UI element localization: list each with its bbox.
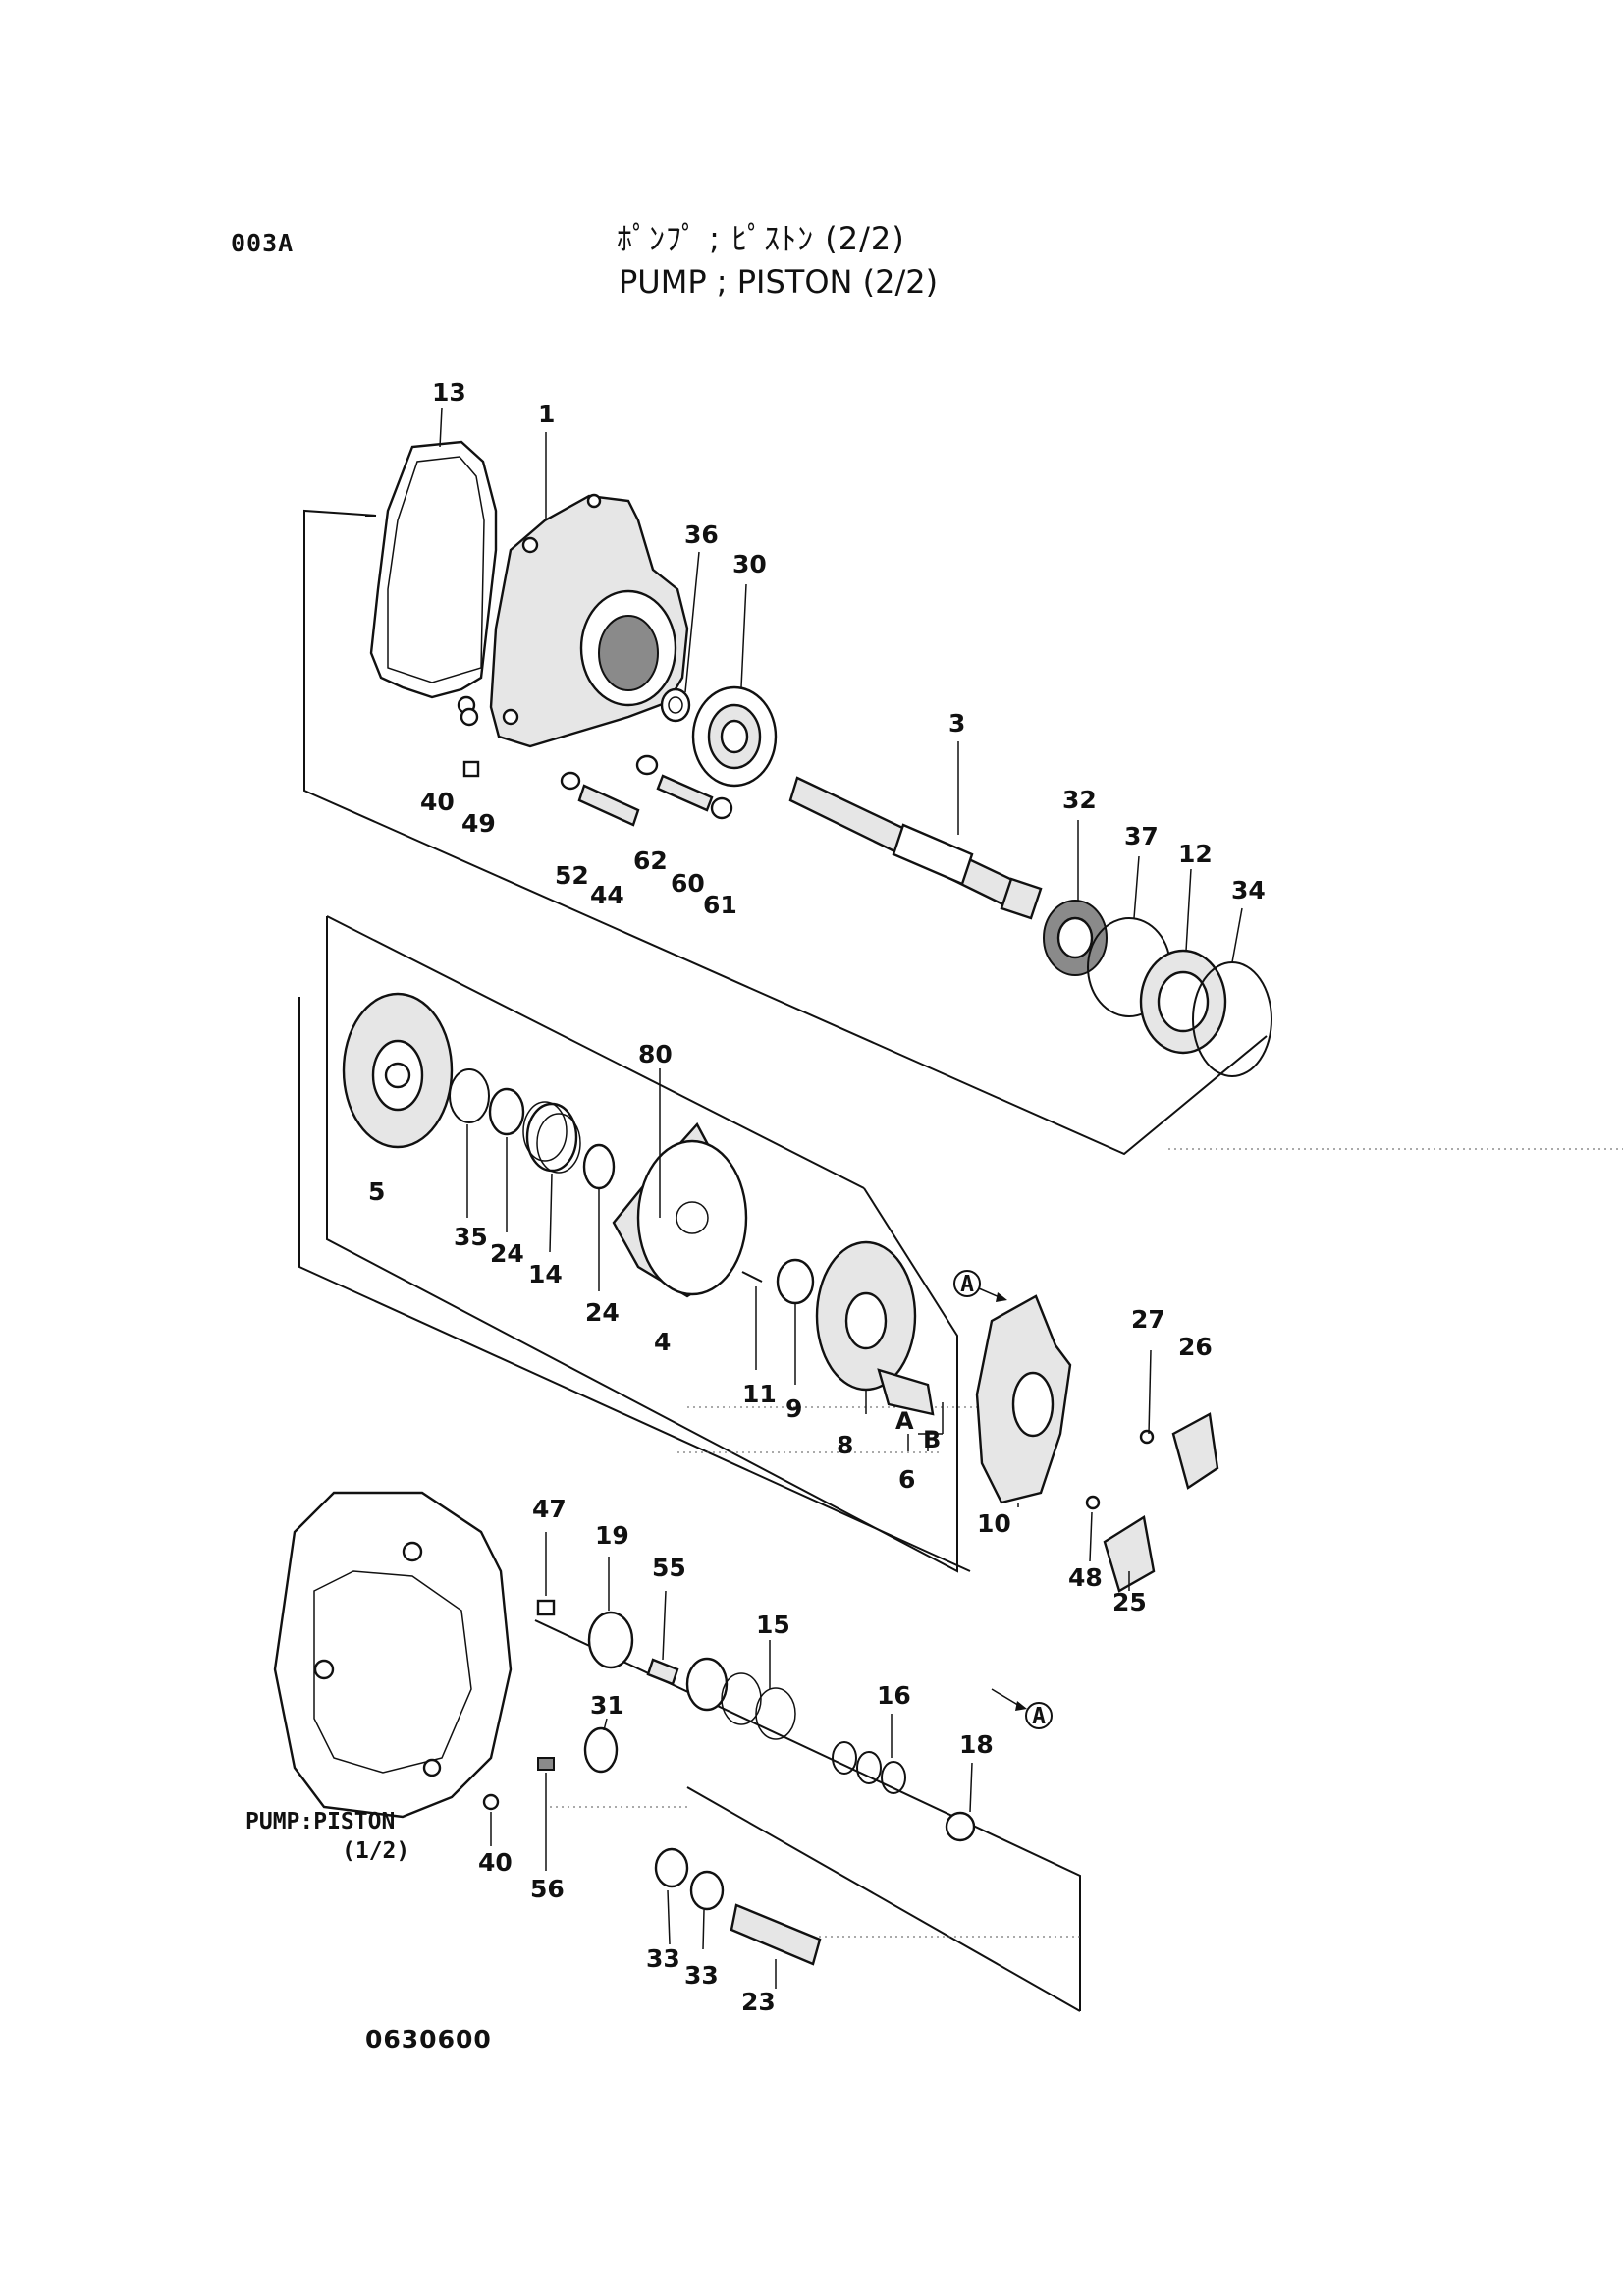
part-number-8: 8 [837,1431,853,1459]
bearing [691,685,778,788]
group-boundary-top [303,509,1268,1156]
drawing-number: 0630600 [365,2025,492,2053]
part-number-40-top: 40 [420,788,455,816]
svg-text:A: A [960,1272,974,1297]
cylinder-block [612,1121,748,1298]
part-number-61: 61 [703,891,737,919]
part-number-80: 80 [638,1040,673,1068]
part-number-33-left: 33 [646,1944,680,1973]
page-title-english: PUMP ; PISTON (2/2) [619,263,939,301]
part-number-13: 13 [432,378,466,407]
part-number-9: 9 [785,1394,802,1423]
part-number-37: 37 [1124,822,1159,850]
part-number-24-right: 24 [585,1298,620,1327]
oil-seal [660,687,691,723]
part-number-5: 5 [368,1177,385,1206]
part-number-52: 52 [555,861,589,890]
part-number-49: 49 [461,809,496,838]
part-number-34: 34 [1231,876,1266,904]
part-number-4: 4 [654,1328,671,1356]
valve-plate [815,1240,917,1392]
part-number-10: 10 [977,1509,1011,1538]
part-number-11: 11 [742,1380,777,1408]
part-number-30: 30 [732,550,767,578]
detail-marker-a-upper: A [953,1270,981,1297]
gasket [369,440,498,699]
sub-label-a: A [895,1407,914,1435]
part-number-27: 27 [1131,1305,1165,1334]
part-number-56: 56 [530,1875,565,1903]
part-number-33-right: 33 [684,1961,719,1990]
part-number-55: 55 [652,1554,686,1582]
detail-marker-a-lower: A [1025,1702,1053,1729]
svg-text:A: A [1032,1704,1046,1729]
part-number-24-left: 24 [490,1239,524,1268]
page-code: 003A [231,229,295,257]
part-number-16: 16 [877,1681,911,1710]
part-number-31: 31 [590,1691,624,1720]
pin [741,1271,763,1283]
piston-shoe [877,1368,935,1416]
part-number-3: 3 [948,709,965,738]
oil-seal-2 [1043,900,1108,976]
swash-plate [342,992,454,1149]
page-title-japanese: ﾎﾟﾝﾌﾟ ; ﾋﾟｽﾄﾝ (2/2) [617,220,905,257]
part-number-26: 26 [1178,1333,1213,1361]
part-number-32: 32 [1062,786,1097,814]
small-fasteners-top [457,695,733,827]
seal-housing [1139,949,1227,1055]
group-boundary-middle [298,915,971,1573]
spherical-bushing [776,1258,815,1305]
part-number-36: 36 [684,520,719,549]
part-number-callouts: 13 1 36 30 3 32 37 12 34 40 49 52 44 62 … [368,378,1266,2016]
part-number-15: 15 [756,1611,790,1639]
part-number-6: 6 [898,1465,915,1494]
reference-note-line1: PUMP:PISTON [245,1809,395,1834]
part-number-1: 1 [538,400,555,428]
part-number-18: 18 [959,1730,994,1759]
bottom-parts [460,707,976,1966]
part-number-47: 47 [532,1495,567,1523]
pump-cover [489,493,689,748]
part-number-44: 44 [590,881,624,909]
part-number-62: 62 [633,847,668,875]
part-number-19: 19 [595,1521,629,1550]
part-number-40-bottom: 40 [478,1848,513,1877]
part-number-12: 12 [1178,840,1213,868]
shaft [788,776,1043,920]
part-number-35: 35 [454,1223,488,1251]
part-number-14: 14 [528,1260,563,1288]
part-number-60: 60 [671,869,705,898]
pump-housing-reference [273,1491,513,1819]
piston-spring [522,1101,581,1174]
reference-note-line2: (1/2) [342,1838,409,1864]
shoe-plates [1085,1412,1219,1593]
leader-lines [439,407,1243,1989]
swash-plate-support [975,1294,1072,1504]
part-number-23: 23 [741,1988,776,2016]
part-number-25: 25 [1112,1588,1147,1616]
part-number-48: 48 [1068,1563,1103,1592]
sub-label-b: B [923,1426,941,1453]
dotted-guide-lines [550,1148,1623,1938]
